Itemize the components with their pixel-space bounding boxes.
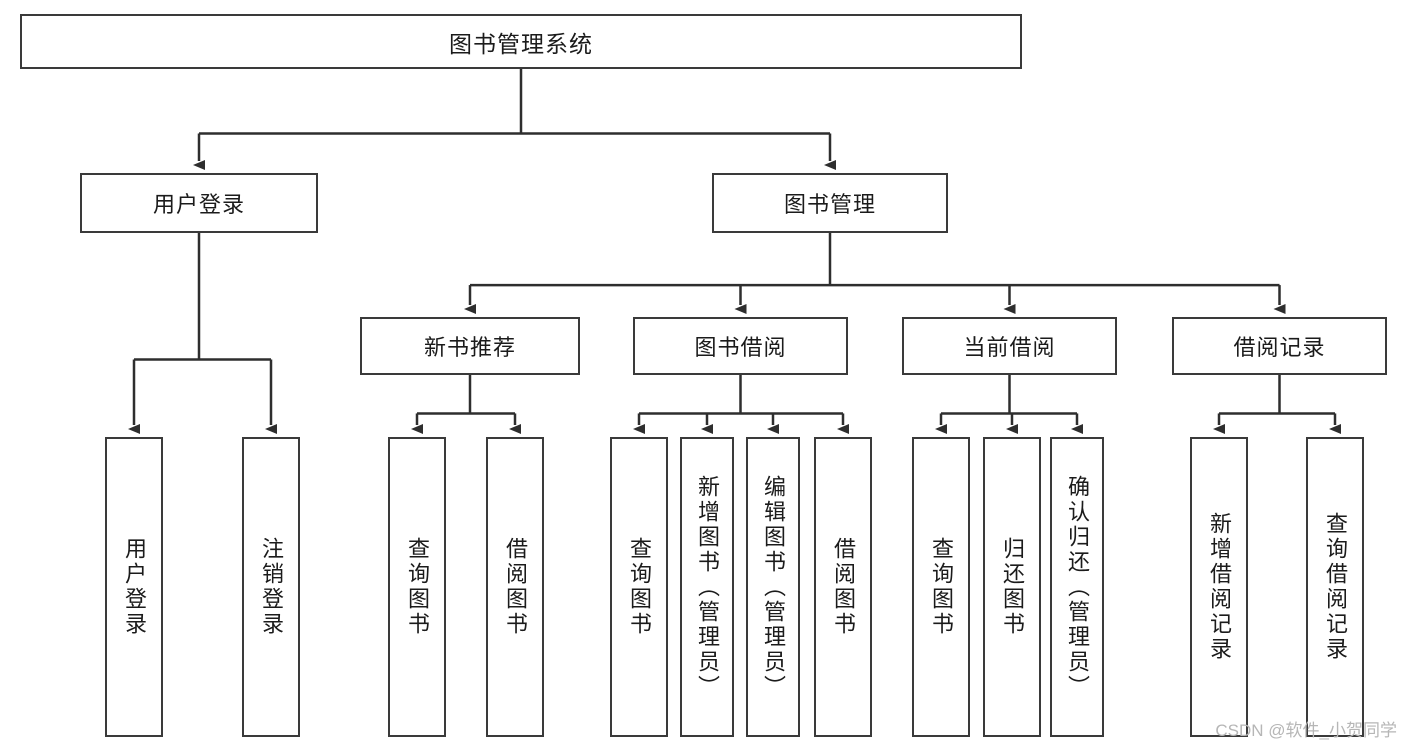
node-leaf-query-record: 查询借阅记录 xyxy=(1306,437,1364,737)
node-leaf-confirm-return: 确认归还（管理员） xyxy=(1050,437,1104,737)
node-leaf-borrow-book-2: 借阅图书 xyxy=(814,437,872,737)
node-label: 新增借阅记录 xyxy=(1207,512,1232,662)
node-label: 借阅图书 xyxy=(503,537,528,637)
node-label: 查询借阅记录 xyxy=(1323,512,1348,662)
node-leaf-user-login: 用户登录 xyxy=(105,437,163,737)
node-leaf-logout: 注销登录 xyxy=(242,437,300,737)
node-leaf-borrow-book-1: 借阅图书 xyxy=(486,437,544,737)
node-book-manage: 图书管理 xyxy=(712,173,948,233)
node-leaf-return-book: 归还图书 xyxy=(983,437,1041,737)
node-borrow-record: 借阅记录 xyxy=(1172,317,1387,375)
node-new-book-recommend: 新书推荐 xyxy=(360,317,580,375)
node-label: 注销登录 xyxy=(259,537,284,637)
node-current-borrow: 当前借阅 xyxy=(902,317,1117,375)
node-label: 新增图书（管理员） xyxy=(695,474,720,700)
node-root: 图书管理系统 xyxy=(20,14,1022,69)
node-label: 借阅记录 xyxy=(1233,335,1326,360)
node-leaf-query-book-3: 查询图书 xyxy=(912,437,970,737)
node-leaf-query-book-1: 查询图书 xyxy=(388,437,446,737)
node-leaf-add-book: 新增图书（管理员） xyxy=(680,437,734,737)
node-book-borrow: 图书借阅 xyxy=(633,317,848,375)
node-label: 图书管理系统 xyxy=(449,30,593,57)
node-leaf-query-book-2: 查询图书 xyxy=(610,437,668,737)
node-label: 用户登录 xyxy=(152,192,245,217)
node-leaf-add-record: 新增借阅记录 xyxy=(1190,437,1248,737)
node-label: 编辑图书（管理员） xyxy=(761,474,786,700)
node-label: 归还图书 xyxy=(1000,537,1025,637)
node-label: 查询图书 xyxy=(405,537,430,637)
node-label: 确认归还（管理员） xyxy=(1065,474,1090,700)
node-label: 当前借阅 xyxy=(963,335,1056,360)
csdn-watermark: CSDN @软件_小贺同学 xyxy=(1215,721,1397,740)
node-label: 用户登录 xyxy=(122,537,147,637)
node-label: 借阅图书 xyxy=(831,537,856,637)
node-label: 查询图书 xyxy=(929,537,954,637)
node-label: 图书借阅 xyxy=(694,335,787,360)
node-label: 查询图书 xyxy=(627,537,652,637)
node-label: 新书推荐 xyxy=(423,335,516,360)
node-leaf-edit-book: 编辑图书（管理员） xyxy=(746,437,800,737)
node-user-login: 用户登录 xyxy=(80,173,318,233)
node-label: 图书管理 xyxy=(783,192,876,217)
